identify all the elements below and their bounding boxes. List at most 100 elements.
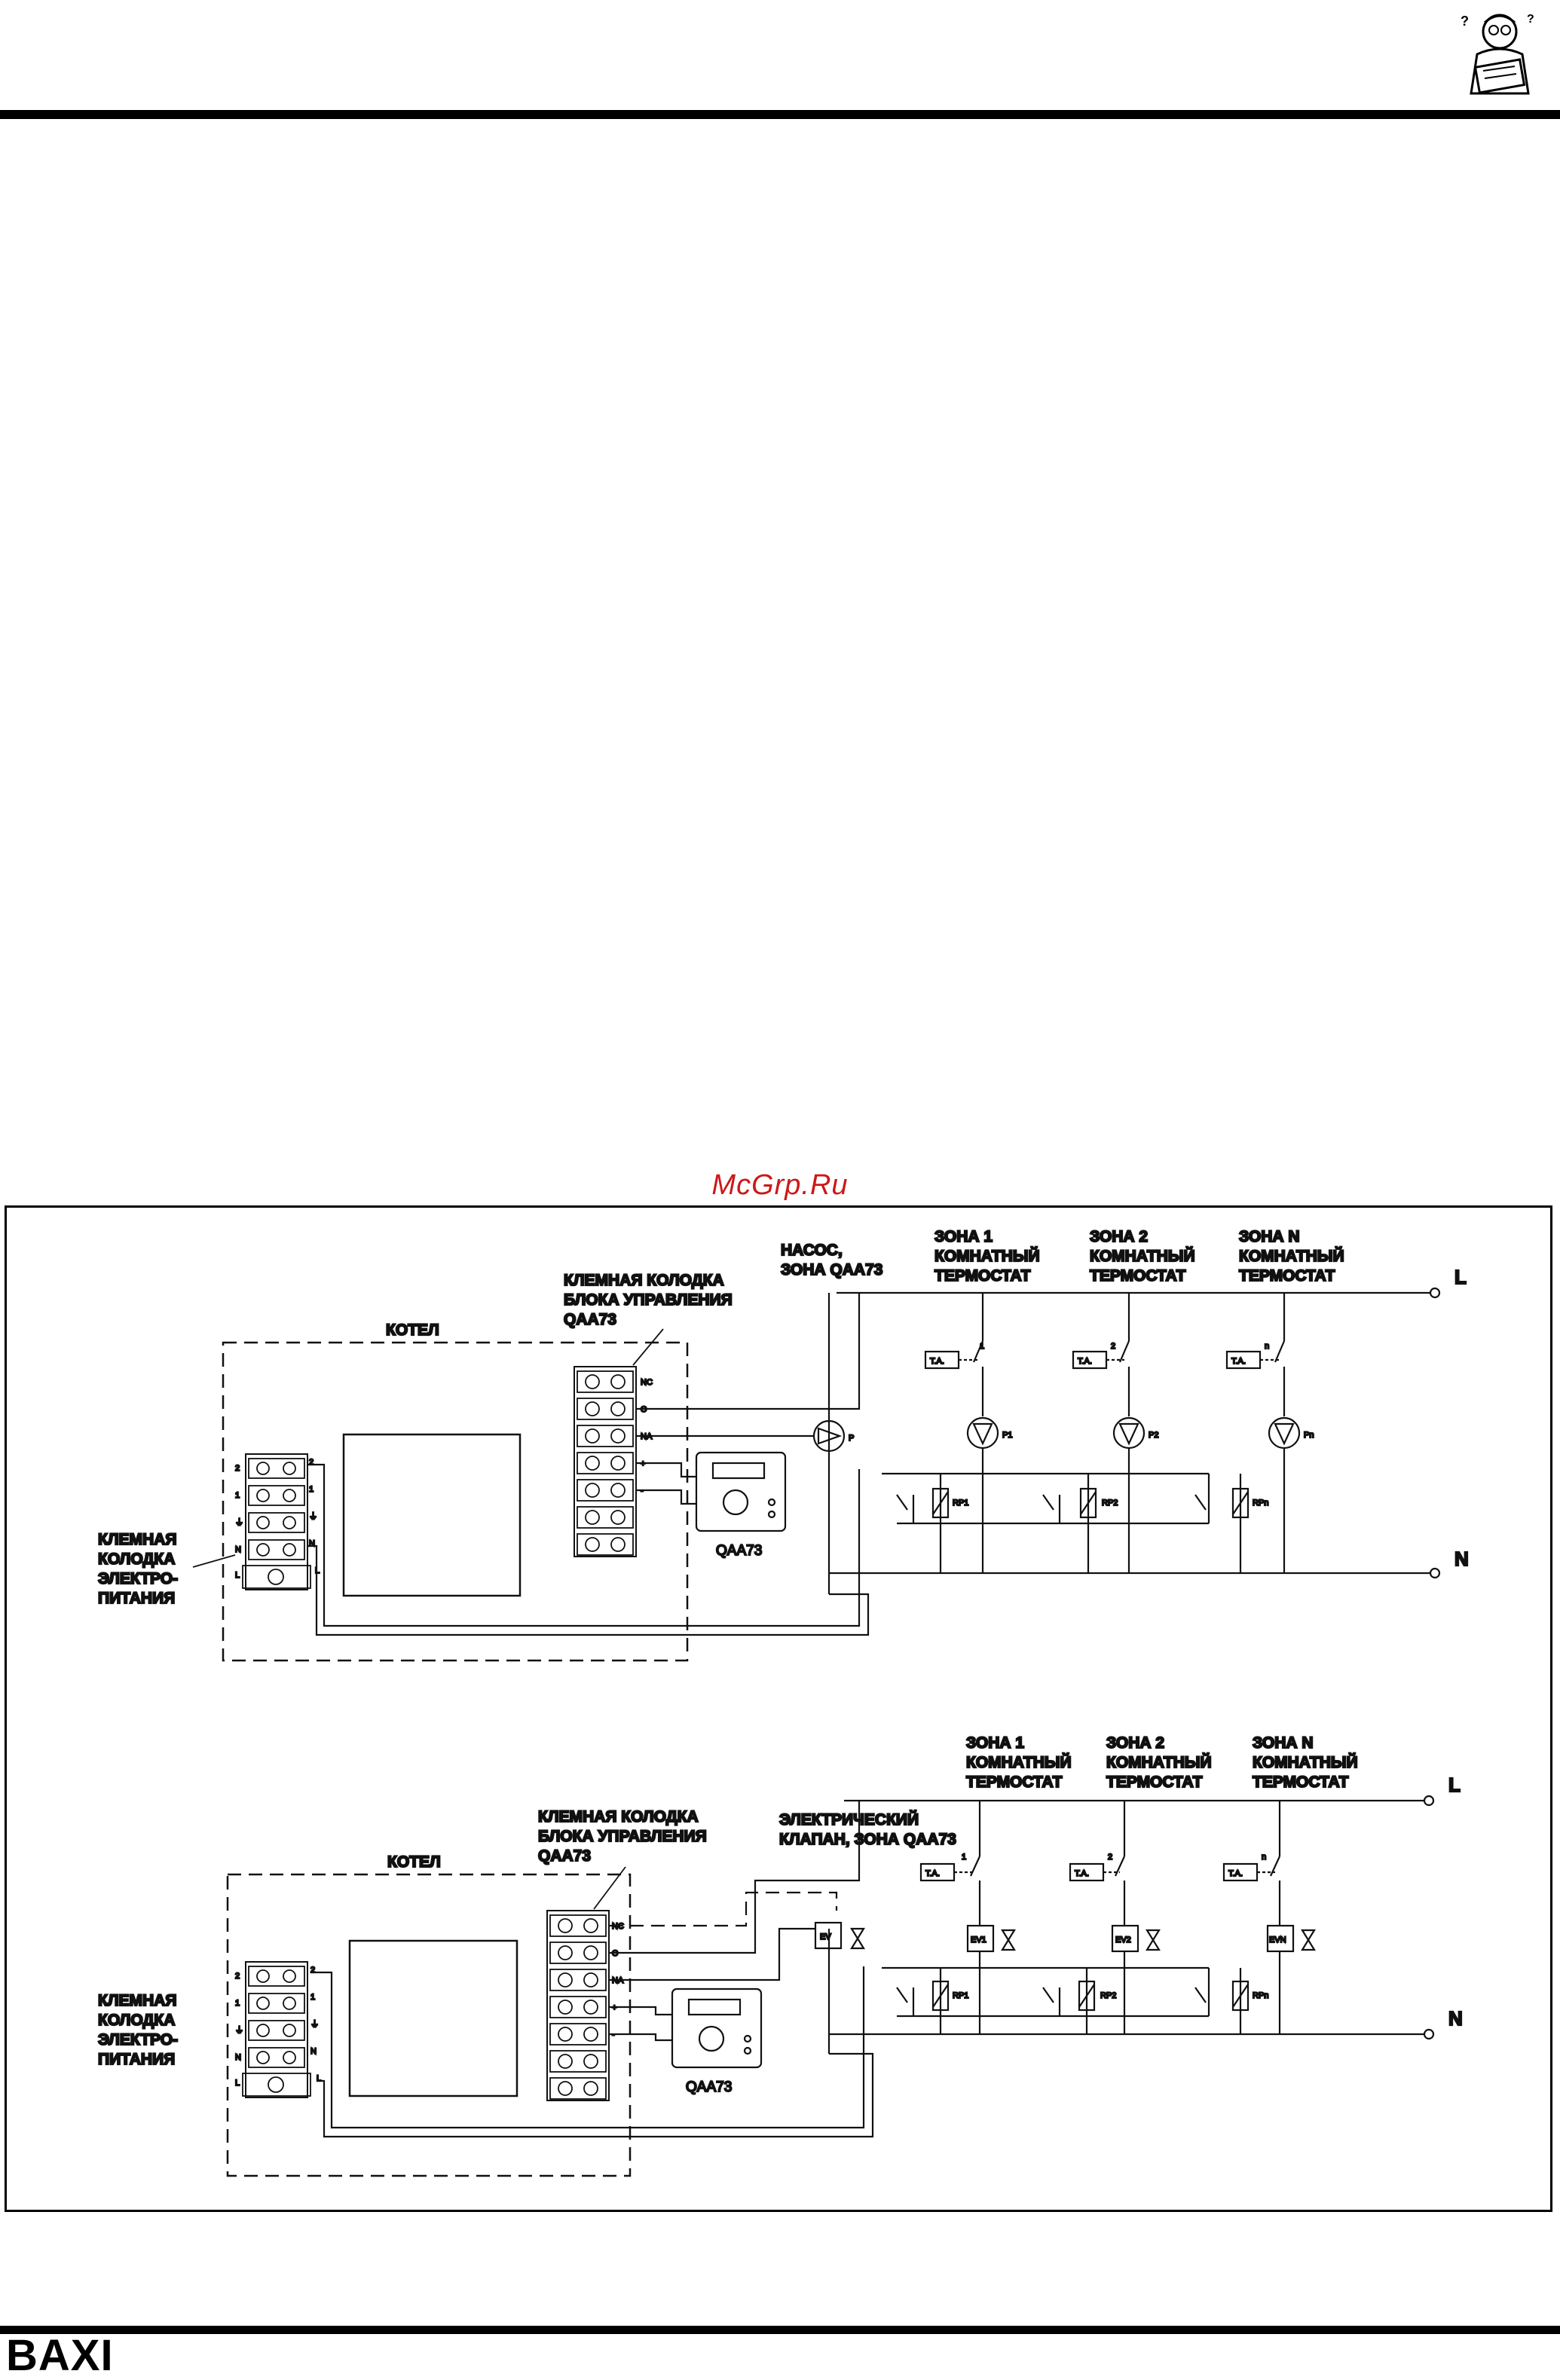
svg-text:EV1: EV1	[971, 1935, 986, 1945]
svg-text:1: 1	[980, 1342, 984, 1351]
svg-text:1: 1	[962, 1853, 966, 1862]
svg-text:EVN: EVN	[1269, 1935, 1286, 1945]
valve-label-1: ЭЛЕКТРИЧЕСКИЙ	[779, 1810, 919, 1829]
terminal-nc: NC	[641, 1378, 653, 1387]
svg-text:ПИТАНИЯ: ПИТАНИЯ	[98, 2051, 175, 2068]
control-terminal-block: NC C NA + -	[574, 1366, 653, 1557]
control-block-label-3: QAA73	[564, 1311, 616, 1328]
svg-text:КОМНАТНЫЙ: КОМНАТНЫЙ	[1253, 1753, 1358, 1771]
svg-text:EV: EV	[820, 1932, 831, 1942]
svg-text:⏚: ⏚	[235, 1517, 243, 1527]
svg-text:N: N	[235, 1545, 241, 1554]
svg-text:ТЕРМОСТАТ: ТЕРМОСТАТ	[966, 1774, 1063, 1791]
svg-text:2: 2	[1108, 1853, 1112, 1862]
control-block-label-1: КЛЕМНАЯ КОЛОДКА	[564, 1272, 724, 1289]
control-terminal-block-2: NC C NA + -	[546, 1910, 625, 2101]
svg-text:L: L	[235, 2079, 240, 2088]
svg-text:T.A.: T.A.	[930, 1357, 944, 1366]
svg-text:БЛОКА УПРАВЛЕНИЯ: БЛОКА УПРАВЛЕНИЯ	[538, 1828, 707, 1845]
svg-text:2: 2	[310, 1966, 315, 1975]
svg-text:P2: P2	[1149, 1431, 1158, 1440]
valve-label-2: КЛАПАН, ЗОНА QAA73	[779, 1831, 956, 1848]
qaa73-device: QAA73	[695, 1451, 787, 1560]
svg-text:N: N	[310, 2047, 317, 2056]
svg-text:1: 1	[309, 1485, 314, 1494]
svg-text:RP1: RP1	[953, 1499, 968, 1508]
zoneN-valve-circuit: T.A. n EVN RPn	[1194, 1801, 1316, 2034]
svg-text:P1: P1	[1002, 1431, 1012, 1440]
svg-text:T.A.: T.A.	[1231, 1357, 1246, 1366]
svg-text:T.A.: T.A.	[1075, 1869, 1089, 1878]
svg-text:1: 1	[235, 1491, 240, 1500]
svg-text:n: n	[1262, 1853, 1266, 1862]
qaa73-device-2: QAA73	[671, 1987, 763, 2096]
zone2-label-1: ЗОНА 2	[1090, 1228, 1148, 1245]
svg-text:N: N	[1448, 2007, 1463, 2030]
svg-text:?: ?	[1527, 13, 1534, 26]
watermark: McGrp.Ru	[711, 1169, 849, 1201]
zoneN-label-1: ЗОНА N	[1239, 1228, 1300, 1245]
svg-text:L: L	[1448, 1774, 1461, 1796]
svg-text:2: 2	[1111, 1342, 1115, 1351]
svg-text:QAA73: QAA73	[686, 2079, 732, 2095]
svg-text:КЛЕМНАЯ КОЛОДКА: КЛЕМНАЯ КОЛОДКА	[538, 1808, 699, 1825]
svg-text:Pn: Pn	[1304, 1431, 1314, 1440]
qaa73-label: QAA73	[716, 1543, 762, 1559]
svg-text:L: L	[317, 2074, 321, 2083]
zone1-label-2: КОМНАТНЫЙ	[934, 1247, 1040, 1265]
svg-text:1: 1	[235, 1999, 240, 2008]
zone1-valve-circuit: T.A. 1 EV1 RP1	[896, 1801, 1016, 2034]
boiler-outline	[222, 1341, 689, 1662]
svg-text:КОЛОДКА: КОЛОДКА	[98, 2012, 175, 2029]
boiler-panel-2	[348, 1939, 518, 2097]
svg-text:N: N	[235, 2053, 241, 2062]
svg-text:⏚: ⏚	[310, 2019, 319, 2029]
svg-text:RPn: RPn	[1253, 1991, 1268, 2000]
power-block-label-2: КОЛОДКА	[98, 1551, 175, 1568]
svg-text:КОМНАТНЫЙ: КОМНАТНЫЙ	[966, 1753, 1072, 1771]
svg-text:T.A.: T.A.	[1228, 1869, 1243, 1878]
footer-rule	[0, 2326, 1560, 2334]
line-N-1: N	[1454, 1547, 1469, 1570]
svg-text:КОМНАТНЫЙ: КОМНАТНЫЙ	[1106, 1753, 1212, 1771]
power-block-label-3: ЭЛЕКТРО-	[98, 1570, 178, 1587]
svg-text:КЛЕМНАЯ: КЛЕМНАЯ	[98, 1992, 176, 2009]
svg-text:EV2: EV2	[1115, 1935, 1131, 1945]
brand-logo: BAXI	[6, 2331, 114, 2380]
svg-text:⏚: ⏚	[309, 1511, 317, 1521]
zoneN-circuit: T.A. n Pn RPn	[1194, 1293, 1315, 1573]
zone2-circuit: T.A. 2 P2 RP2	[1042, 1293, 1160, 1573]
zoneN-label-2: КОМНАТНЫЙ	[1239, 1247, 1344, 1265]
reading-man-icon: ? ?	[1461, 13, 1534, 95]
power-terminal-block: 2 1 ⏚ N L 2 1 ⏚ N L	[234, 1453, 320, 1590]
pump-label-1: НАСОС,	[781, 1242, 843, 1259]
zoneN-label-3: ТЕРМОСТАТ	[1239, 1267, 1335, 1285]
svg-text:⏚: ⏚	[235, 2025, 243, 2035]
boiler-panel	[342, 1433, 522, 1597]
svg-text:T.A.: T.A.	[925, 1869, 940, 1878]
diagram-pump-zones: КОТЕЛ КЛЕМНАЯ КОЛОДКА БЛОКА УПРАВЛЕНИЯ Q…	[97, 1227, 1470, 1662]
svg-text:N: N	[309, 1539, 315, 1548]
power-block-label-1: КЛЕМНАЯ	[98, 1531, 176, 1548]
diagram-frame	[5, 1205, 1552, 2212]
diagram-valve-zones: КОТЕЛ КЛЕМНАЯ КОЛОДКА БЛОКА УПРАВЛЕНИЯ Q…	[97, 1734, 1464, 2177]
zone2-label-2: КОМНАТНЫЙ	[1090, 1247, 1195, 1265]
svg-text:ТЕРМОСТАТ: ТЕРМОСТАТ	[1106, 1774, 1203, 1791]
svg-text:RP2: RP2	[1100, 1991, 1116, 2000]
svg-text:?: ?	[1461, 14, 1469, 29]
svg-text:P: P	[849, 1434, 854, 1443]
header-rule	[0, 110, 1560, 119]
boiler-outline-2	[226, 1873, 632, 2177]
zone2-valve-circuit: T.A. 2 EV2 RP2	[1042, 1801, 1161, 2034]
svg-text:ТЕРМОСТАТ: ТЕРМОСТАТ	[1253, 1774, 1349, 1791]
zone1-circuit: T.A. 1 P1 RP1	[896, 1293, 1014, 1573]
zone1-label-1: ЗОНА 1	[934, 1228, 993, 1245]
zone2-label-3: ТЕРМОСТАТ	[1090, 1267, 1186, 1285]
svg-text:QAA73: QAA73	[538, 1847, 591, 1865]
svg-text:L: L	[235, 1571, 240, 1580]
boiler-label: КОТЕЛ	[386, 1321, 439, 1339]
boiler-label-2: КОТЕЛ	[387, 1853, 441, 1871]
control-block-label-2: БЛОКА УПРАВЛЕНИЯ	[564, 1291, 733, 1309]
zone1-label-3: ТЕРМОСТАТ	[934, 1267, 1031, 1285]
